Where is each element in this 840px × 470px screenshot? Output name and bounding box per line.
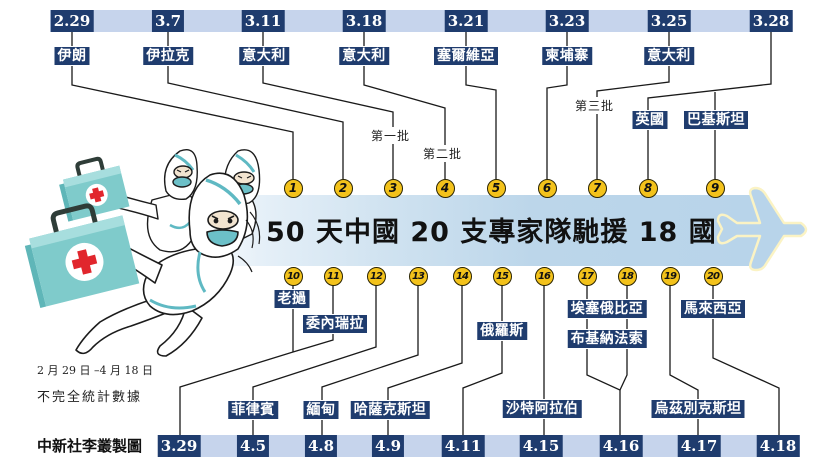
- team-marker: 9: [705, 178, 725, 198]
- country-label: 埃塞俄比亞: [567, 300, 647, 318]
- team-marker: 15: [492, 266, 512, 286]
- country-label: 菲律賓: [228, 401, 278, 419]
- team-marker: 7: [587, 178, 607, 198]
- team-marker: 17: [577, 266, 597, 286]
- team-marker: 11: [323, 266, 343, 286]
- country-label: 意大利: [644, 47, 694, 65]
- country-label: 馬來西亞: [681, 300, 745, 318]
- batch-note: 第三批: [574, 97, 616, 114]
- team-marker: 4: [435, 178, 455, 198]
- date-box: 4.18: [756, 435, 800, 457]
- country-label: 意大利: [339, 47, 389, 65]
- date-box: 4.9: [371, 435, 405, 457]
- banner-title: 50 天中國 20 支專家隊馳援 18 國: [266, 217, 717, 248]
- date-box: 3.18: [342, 10, 386, 32]
- country-label: 俄羅斯: [477, 322, 527, 340]
- team-marker: 16: [534, 266, 554, 286]
- date-box: 4.5: [236, 435, 270, 457]
- country-label: 巴基斯坦: [684, 111, 748, 129]
- team-marker: 18: [617, 266, 637, 286]
- country-label: 緬甸: [303, 401, 339, 419]
- country-label: 意大利: [239, 47, 289, 65]
- airplane-shape: [716, 186, 808, 272]
- date-box: 2.29: [50, 10, 94, 32]
- team-marker: 20: [703, 266, 723, 286]
- date-box: 3.21: [444, 10, 488, 32]
- country-label: 布基納法索: [567, 330, 647, 348]
- country-label: 伊拉克: [143, 47, 193, 65]
- connector-20: [712, 285, 780, 435]
- country-label: 委內瑞拉: [303, 315, 367, 333]
- country-label: 老撾: [274, 290, 310, 308]
- team-marker: 12: [366, 266, 386, 286]
- top-timeline-band: [50, 10, 792, 32]
- country-label: 沙特阿拉伯: [502, 400, 582, 418]
- team-marker: 19: [660, 266, 680, 286]
- country-label: 塞爾維亞: [434, 47, 498, 65]
- date-box: 3.29: [157, 435, 201, 457]
- team-marker: 3: [383, 178, 403, 198]
- batch-note: 第二批: [422, 145, 464, 162]
- date-box: 4.8: [304, 435, 338, 457]
- date-box: 4.11: [441, 435, 485, 457]
- date-box: 4.15: [519, 435, 563, 457]
- date-box: 4.16: [599, 435, 643, 457]
- date-box: 3.25: [647, 10, 691, 32]
- country-label: 英國: [632, 111, 668, 129]
- country-label: 伊朗: [54, 47, 90, 65]
- disclaimer-note: 不完全統計數據: [37, 390, 143, 405]
- date-box: 3.28: [749, 10, 793, 32]
- team-marker: 6: [537, 178, 557, 198]
- team-marker: 1: [283, 178, 303, 198]
- team-marker: 2: [333, 178, 353, 198]
- team-marker: 14: [452, 266, 472, 286]
- title-banner: [190, 195, 762, 266]
- team-marker: 10: [283, 266, 303, 286]
- date-box: 3.23: [545, 10, 589, 32]
- team-marker: 13: [408, 266, 428, 286]
- team-marker: 5: [486, 178, 506, 198]
- country-label: 烏茲別克斯坦: [651, 400, 745, 418]
- date-box: 4.17: [677, 435, 721, 457]
- country-label: 哈薩克斯坦: [350, 401, 430, 419]
- batch-note: 第一批: [370, 127, 412, 144]
- country-label: 柬埔寨: [542, 47, 592, 65]
- medical-kit-large-icon: [24, 203, 140, 308]
- date-box: 3.7: [151, 10, 185, 32]
- team-marker: 8: [638, 178, 658, 198]
- connector-8: [647, 32, 772, 179]
- date-box: 3.11: [241, 10, 285, 32]
- date-range-note: 2 月 29 日 –4 月 18 日: [37, 364, 153, 377]
- credit: 中新社李叢製圖: [37, 437, 143, 455]
